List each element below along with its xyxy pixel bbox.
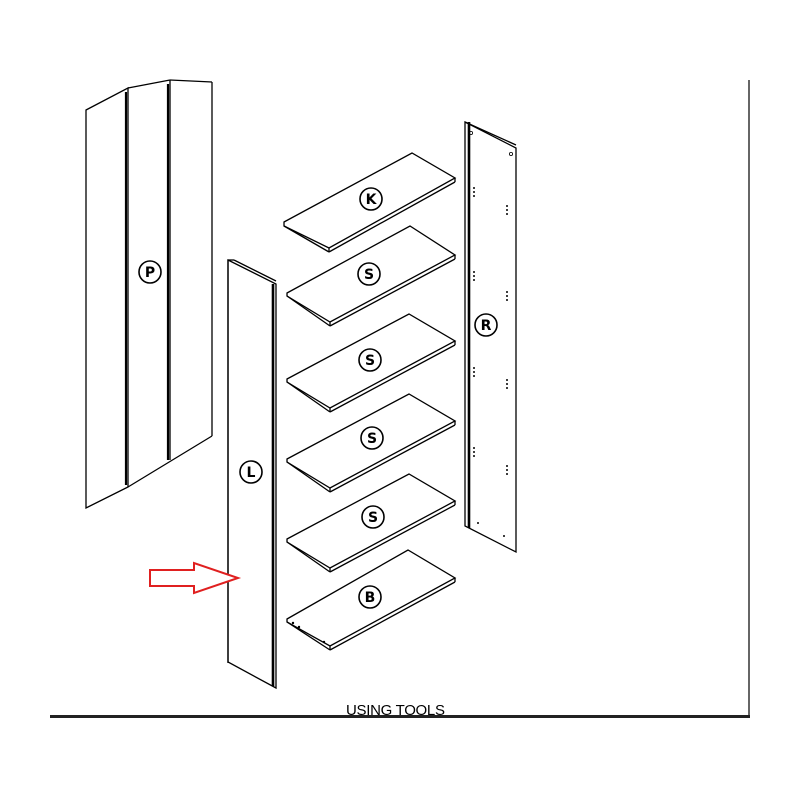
part-label-p-text: P (145, 265, 155, 281)
part-label-k-text: K (366, 192, 378, 208)
part-label-k: K (359, 187, 383, 211)
part-label-s4: S (361, 505, 385, 529)
part-label-r-text: R (481, 318, 492, 334)
part-label-s2: S (358, 348, 382, 372)
part-label-s4-text: S (368, 510, 378, 526)
part-label-s3-text: S (367, 431, 377, 447)
part-label-l-text: L (247, 465, 256, 481)
part-label-s3: S (360, 426, 384, 450)
part-r-holes (468, 130, 513, 537)
part-b-holes (291, 621, 326, 644)
part-label-s1-text: S (364, 267, 374, 283)
part-label-p: P (138, 260, 162, 284)
part-label-b: B (358, 585, 382, 609)
bottom-rule (50, 715, 750, 718)
part-r-right-side (464, 120, 517, 554)
part-label-l: L (239, 460, 263, 484)
part-label-b-text: B (365, 590, 376, 606)
part-p-back-panel (85, 79, 213, 510)
part-label-s1: S (357, 262, 381, 286)
arrow-right-icon (149, 561, 242, 595)
caption-text: USING TOOLS (346, 702, 445, 719)
part-label-r: R (474, 313, 498, 337)
part-label-s2-text: S (365, 353, 375, 369)
